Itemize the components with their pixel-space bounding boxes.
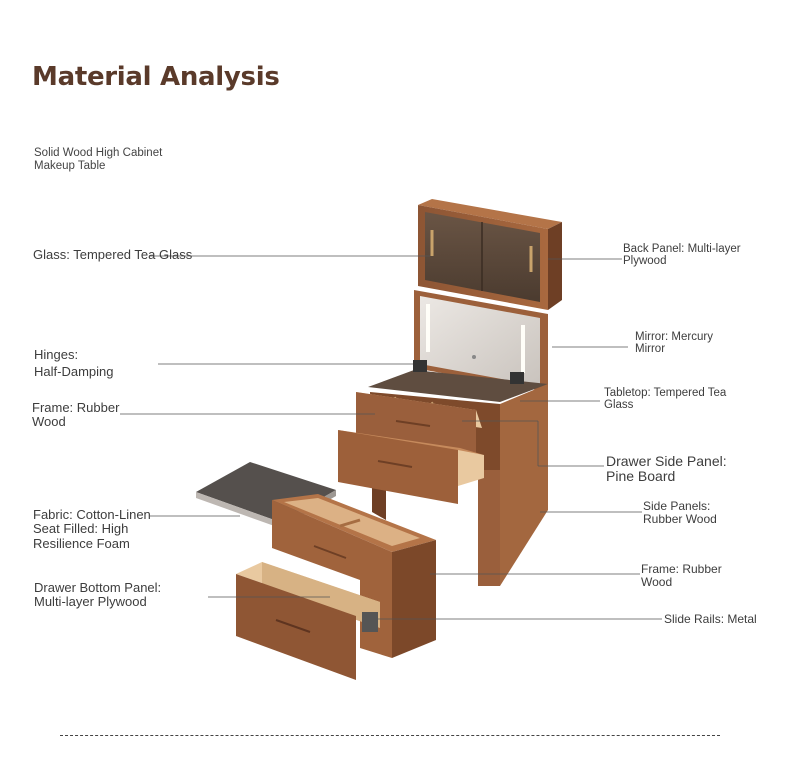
label-line: Multi-layer Plywood [34, 593, 147, 609]
subtitle-line: Solid Wood High Cabinet [34, 147, 163, 159]
label-line: Resilience Foam [33, 536, 130, 552]
page-title: Material Analysis [32, 62, 280, 92]
label-line: Mirror: Mercury [635, 331, 713, 343]
slide-rail [362, 612, 378, 632]
hinge-left [413, 360, 427, 372]
label-line: Plywood [623, 255, 667, 268]
label-drawer-side: Drawer Side Panel: Pine Board [606, 454, 727, 483]
label-glass: Glass: Tempered Tea Glass [33, 247, 193, 262]
label-fabric: Fabric: Cotton-Linen Seat Filled: High R… [33, 508, 151, 551]
label-line: Fabric: Cotton-Linen [33, 507, 151, 522]
top-cabinet [418, 199, 562, 310]
label-line: Mirror [635, 343, 666, 356]
label-line: Seat Filled: High [33, 520, 129, 536]
label-mirror: Mirror: Mercury Mirror [635, 331, 713, 355]
label-line: Frame: Rubber [32, 400, 120, 415]
label-drawer-bottom: Drawer Bottom Panel: Multi-layer Plywood [34, 581, 161, 608]
small-cabinet [236, 494, 436, 680]
label-back-panel: Back Panel: Multi-layer Plywood [623, 243, 741, 267]
label-line: Hinges: [34, 347, 79, 362]
label-line: Frame: Rubber [641, 562, 722, 576]
label-line: Rubber Wood [643, 511, 717, 526]
label-line: Tabletop: Tempered Tea [604, 387, 727, 399]
product-subtitle: Solid Wood High Cabinet Makeup Table [34, 147, 224, 173]
dashed-divider [60, 735, 720, 736]
label-tabletop: Tabletop: Tempered Tea Glass [604, 387, 726, 411]
label-line: Wood [32, 413, 66, 429]
label-frame-left: Frame: Rubber Wood [32, 401, 119, 428]
tabletop-glass [368, 370, 548, 402]
hinge-right [510, 372, 524, 384]
mirror-lid [414, 290, 548, 392]
label-line: Side Panels: [643, 499, 711, 513]
label-line: Drawer Bottom Panel: [34, 580, 162, 595]
label-hinges: Hinges: Half-Damping [34, 348, 113, 378]
label-line: Back Panel: Multi-layer [623, 243, 741, 255]
label-slide-rails: Slide Rails: Metal [664, 612, 757, 626]
label-line: Half-Damping [34, 363, 114, 379]
lower-drawer [338, 430, 484, 504]
label-line: Glass [604, 399, 634, 412]
label-line: Drawer Side Panel: [606, 453, 727, 469]
label-line: Wood [641, 574, 673, 589]
label-frame-right: Frame: Rubber Wood [641, 563, 722, 588]
subtitle-line: Makeup Table [34, 160, 106, 172]
leader-lines [120, 255, 662, 620]
label-line: Pine Board [606, 467, 676, 484]
label-side-panels: Side Panels: Rubber Wood [643, 500, 717, 525]
